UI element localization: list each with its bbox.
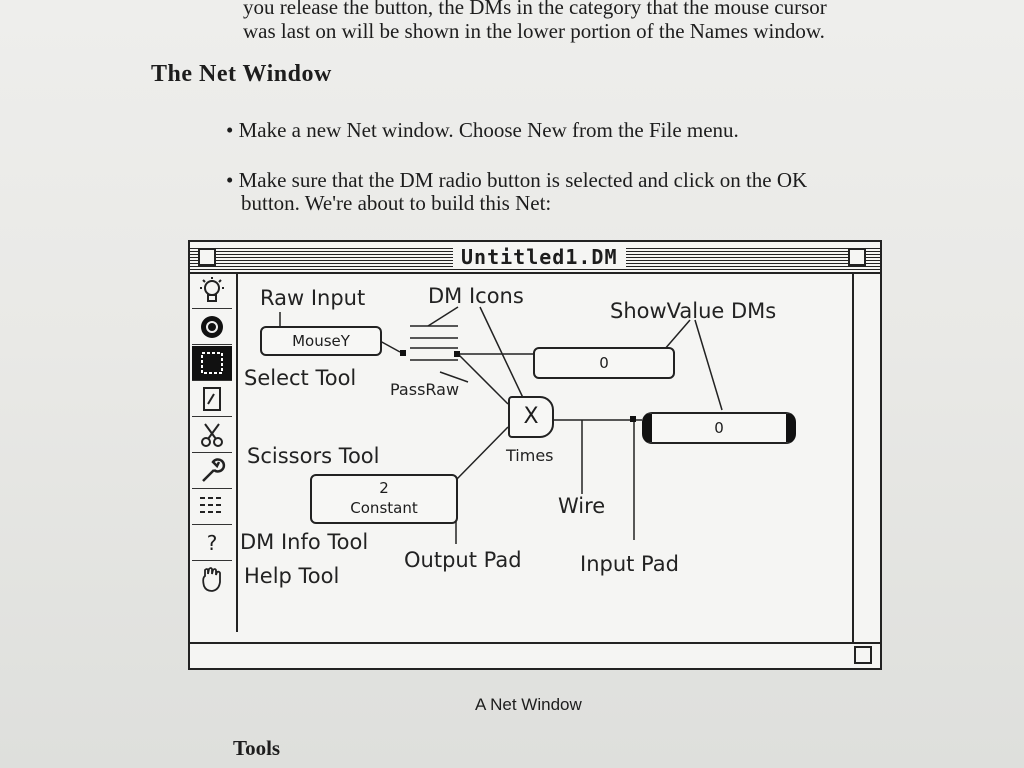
scissors-icon[interactable] [192,418,232,453]
title-bar: Untitled1.DM [190,242,880,274]
tool-palette: ? [190,274,238,632]
document-icon[interactable] [192,382,232,417]
bullet-1: • Make a new Net window. Choose New from… [226,119,739,141]
zoom-box[interactable] [848,248,866,266]
bottom-heading: Tools [233,736,281,760]
mousey-dm[interactable]: MouseY [260,326,382,356]
bullet-dot: • [226,118,234,142]
label-dm-icons: DM Icons [428,284,524,308]
select-tool-icon[interactable] [192,346,232,381]
label-output-pad: Output Pad [404,548,522,572]
bullet-dot: • [226,168,234,192]
label-passraw: PassRaw [390,380,460,399]
lightbulb-icon[interactable] [192,274,232,309]
label-wire: Wire [558,494,606,518]
label-input-pad: Input Pad [580,552,679,576]
label-raw-input: Raw Input [260,286,366,310]
mousey-dm-label: MouseY [292,332,350,350]
label-scissors-tool: Scissors Tool [247,444,380,468]
times-dm-symbol: X [523,404,539,429]
section-title: The Net Window [151,61,332,87]
bullet-1-text: Make a new Net window. Choose New from t… [238,118,739,142]
info-grid-icon[interactable] [192,490,232,525]
vertical-scrollbar[interactable] [852,274,882,642]
hand-icon[interactable] [192,562,232,596]
wiring [279,306,723,544]
bullet-2-line2: button. We're about to build this Net: [241,191,552,215]
times-dm[interactable]: X [508,396,554,438]
showvalue-dm-1-value: 0 [599,354,609,372]
label-dm-info-tool: DM Info Tool [240,530,369,554]
wrench-icon[interactable] [192,454,232,489]
label-showvalue-dms: ShowValue DMs [610,299,777,323]
constant-dm-label: Constant [350,499,418,517]
figure-caption: A Net Window [475,695,582,714]
label-help-tool: Help Tool [244,564,340,588]
top-text-line2: was last on will be shown in the lower p… [243,19,825,43]
window-title: Untitled1.DM [453,245,626,269]
top-text-line1: you release the button, the DMs in the c… [243,0,827,19]
close-box[interactable] [198,248,216,266]
horizontal-scrollbar[interactable] [190,642,880,670]
dm-palette-icon[interactable] [192,310,232,345]
question-mark-icon[interactable]: ? [192,526,232,561]
label-times: Times [506,446,554,465]
showvalue-dm-2[interactable]: 0 [642,412,796,444]
size-box-icon[interactable] [854,646,872,664]
showvalue-dm-1[interactable]: 0 [533,347,675,379]
net-window: Untitled1.DM ? [188,240,882,670]
bullet-2: • Make sure that the DM radio button is … [226,169,807,191]
bullet-2-line1: Make sure that the DM radio button is se… [238,168,808,192]
label-select-tool: Select Tool [244,366,357,390]
constant-dm[interactable]: 2 Constant [310,474,458,524]
constant-dm-value: 2 [379,479,389,497]
showvalue-dm-2-value: 0 [714,419,724,437]
